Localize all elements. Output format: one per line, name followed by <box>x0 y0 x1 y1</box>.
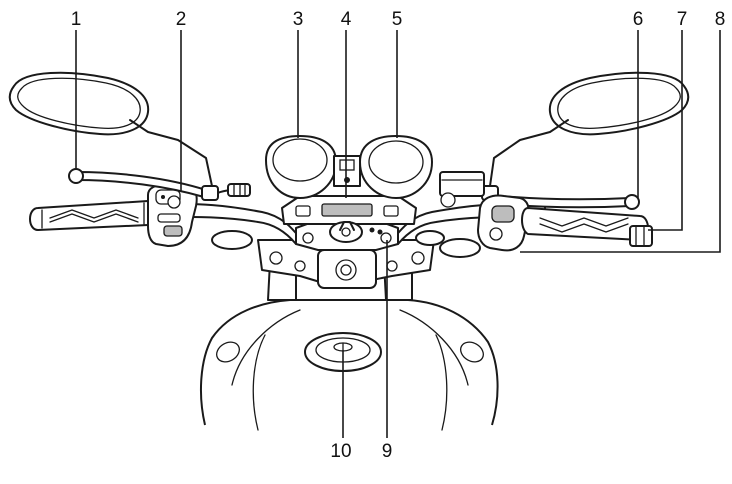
callout-label-6: 6 <box>633 9 644 30</box>
throttle-grip <box>521 207 653 247</box>
clutch-lever <box>68 168 207 198</box>
instrument-console <box>281 195 417 225</box>
leader-line-7 <box>648 30 683 231</box>
left-switch-housing <box>147 183 198 247</box>
callout-label-7: 7 <box>677 9 688 30</box>
brake-master-cylinder <box>439 171 485 208</box>
leader-line-8 <box>520 30 721 253</box>
callout-label-5: 5 <box>392 9 403 30</box>
callout-label-3: 3 <box>293 9 304 30</box>
callout-label-2: 2 <box>176 9 187 30</box>
ignition-switch <box>329 221 383 243</box>
callout-label-10: 10 <box>330 441 351 462</box>
indicator-lights <box>333 155 361 187</box>
speedometer <box>265 135 337 199</box>
leader-lines <box>75 30 721 438</box>
right-mirror <box>481 71 690 201</box>
cable-adjuster <box>227 183 251 197</box>
triple-clamp <box>257 239 435 289</box>
left-mirror <box>8 71 219 201</box>
right-switch-housing <box>477 194 530 252</box>
callout-label-8: 8 <box>715 9 726 30</box>
left-grip <box>29 200 156 231</box>
callout-label-1: 1 <box>71 9 82 30</box>
turn-signal-stubs <box>211 230 481 258</box>
callout-label-4: 4 <box>341 9 352 30</box>
callout-label-9: 9 <box>382 441 393 462</box>
tachometer <box>359 135 433 199</box>
callout-labels: 1 2 3 4 5 6 7 8 9 10 <box>71 9 726 462</box>
